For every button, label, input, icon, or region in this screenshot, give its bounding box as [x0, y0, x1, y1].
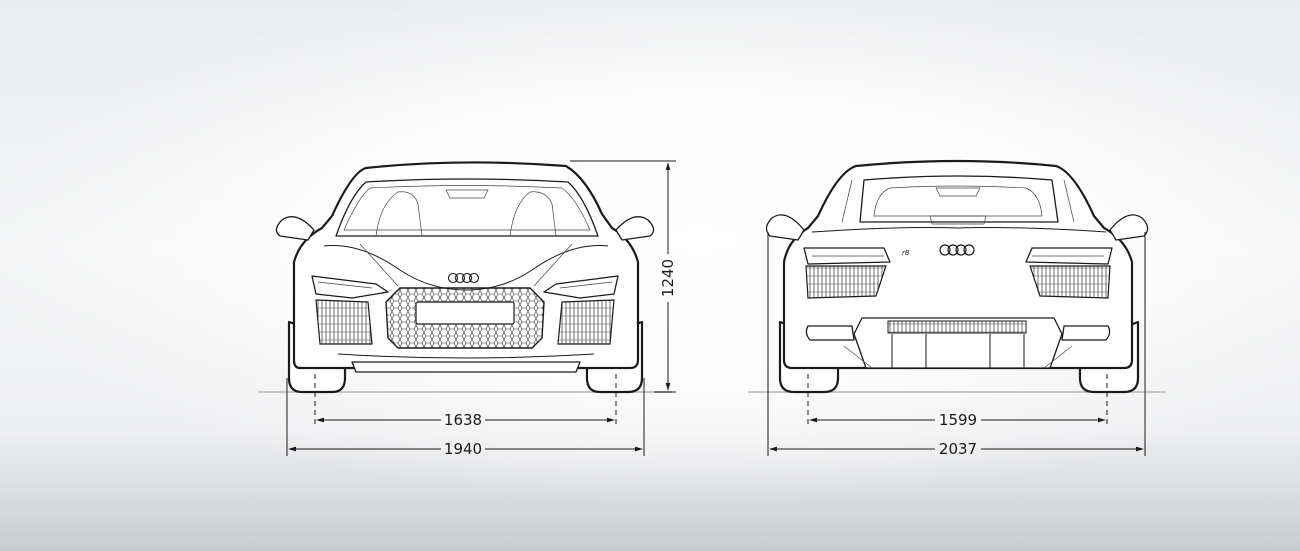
- rear-track-label: 1599: [939, 411, 977, 429]
- front-track-label: 1638: [444, 411, 482, 429]
- svg-text:r8: r8: [902, 249, 910, 257]
- car-front-view: [275, 161, 655, 394]
- car-rear-view: r8: [765, 159, 1149, 394]
- rear-width-label: 2037: [939, 440, 977, 458]
- height-label: 1240: [659, 259, 677, 297]
- front-width-label: 1940: [444, 440, 482, 458]
